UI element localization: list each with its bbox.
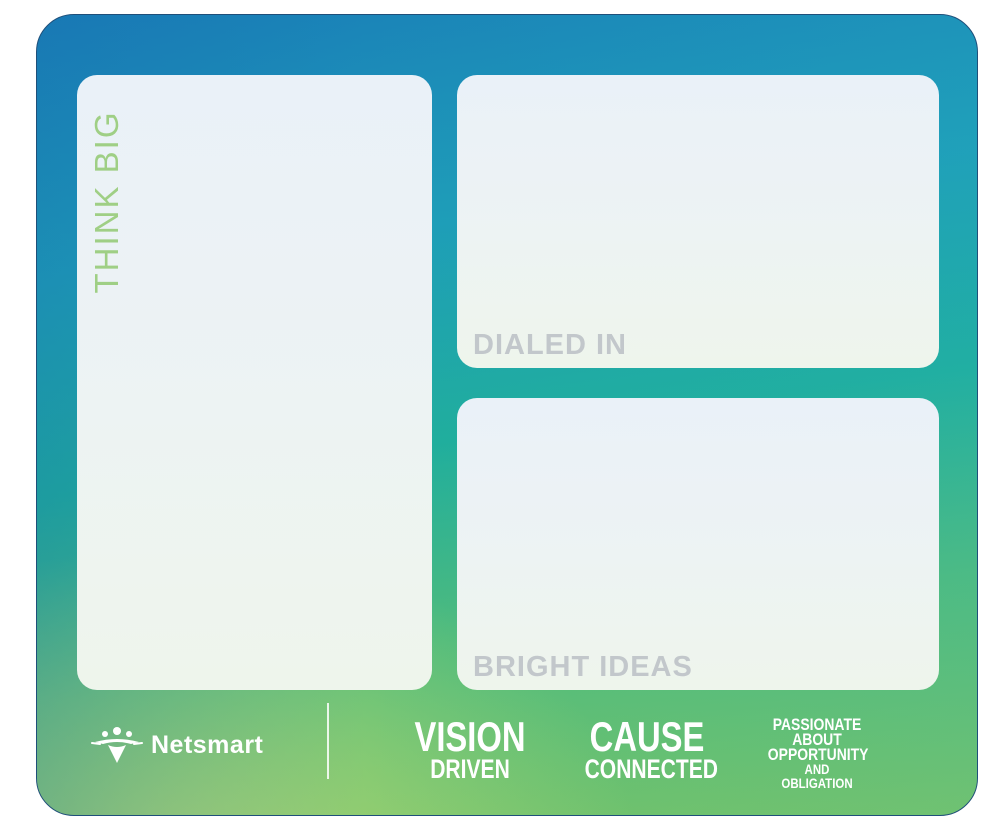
- panel-bright-ideas: BRIGHT IDEAS: [457, 398, 939, 690]
- value-passionate-line-3: OPPORTUNITY: [767, 745, 869, 764]
- value-cause-connected: CAUSE CONNECTED: [567, 716, 727, 783]
- value-cause-big: CAUSE: [589, 713, 705, 760]
- value-vision-big: VISION: [414, 713, 526, 760]
- footer: Netsmart VISION DRIVEN CAUSE CONNECTED P…: [37, 703, 977, 793]
- panel-label-think-big: THINK BIG: [88, 110, 125, 294]
- panel-label-bright-ideas: BRIGHT IDEAS: [473, 651, 693, 683]
- value-passionate: PASSIONATE ABOUT OPPORTUNITY AND OBLIGAT…: [757, 715, 877, 791]
- value-passionate-line-2: ABOUT: [792, 730, 842, 749]
- panel-think-big: THINK BIG: [77, 75, 432, 690]
- panel-label-dialed-in: DIALED IN: [473, 329, 627, 361]
- value-vision-small: DRIVEN: [430, 754, 510, 784]
- brand-logo: Netsmart: [91, 723, 263, 767]
- netsmart-logo-icon: [91, 727, 143, 763]
- whiteboard: THINK BIG DIALED IN BRIGHT IDEAS Netsmar…: [36, 14, 978, 816]
- value-passionate-line-4: AND OBLIGATION: [781, 761, 853, 791]
- panel-dialed-in: DIALED IN: [457, 75, 939, 368]
- value-passionate-line-1: PASSIONATE: [772, 715, 862, 734]
- brand-name: Netsmart: [151, 730, 264, 759]
- footer-divider: [327, 703, 329, 779]
- value-cause-small: CONNECTED: [584, 754, 718, 784]
- value-vision-driven: VISION DRIVEN: [395, 716, 545, 783]
